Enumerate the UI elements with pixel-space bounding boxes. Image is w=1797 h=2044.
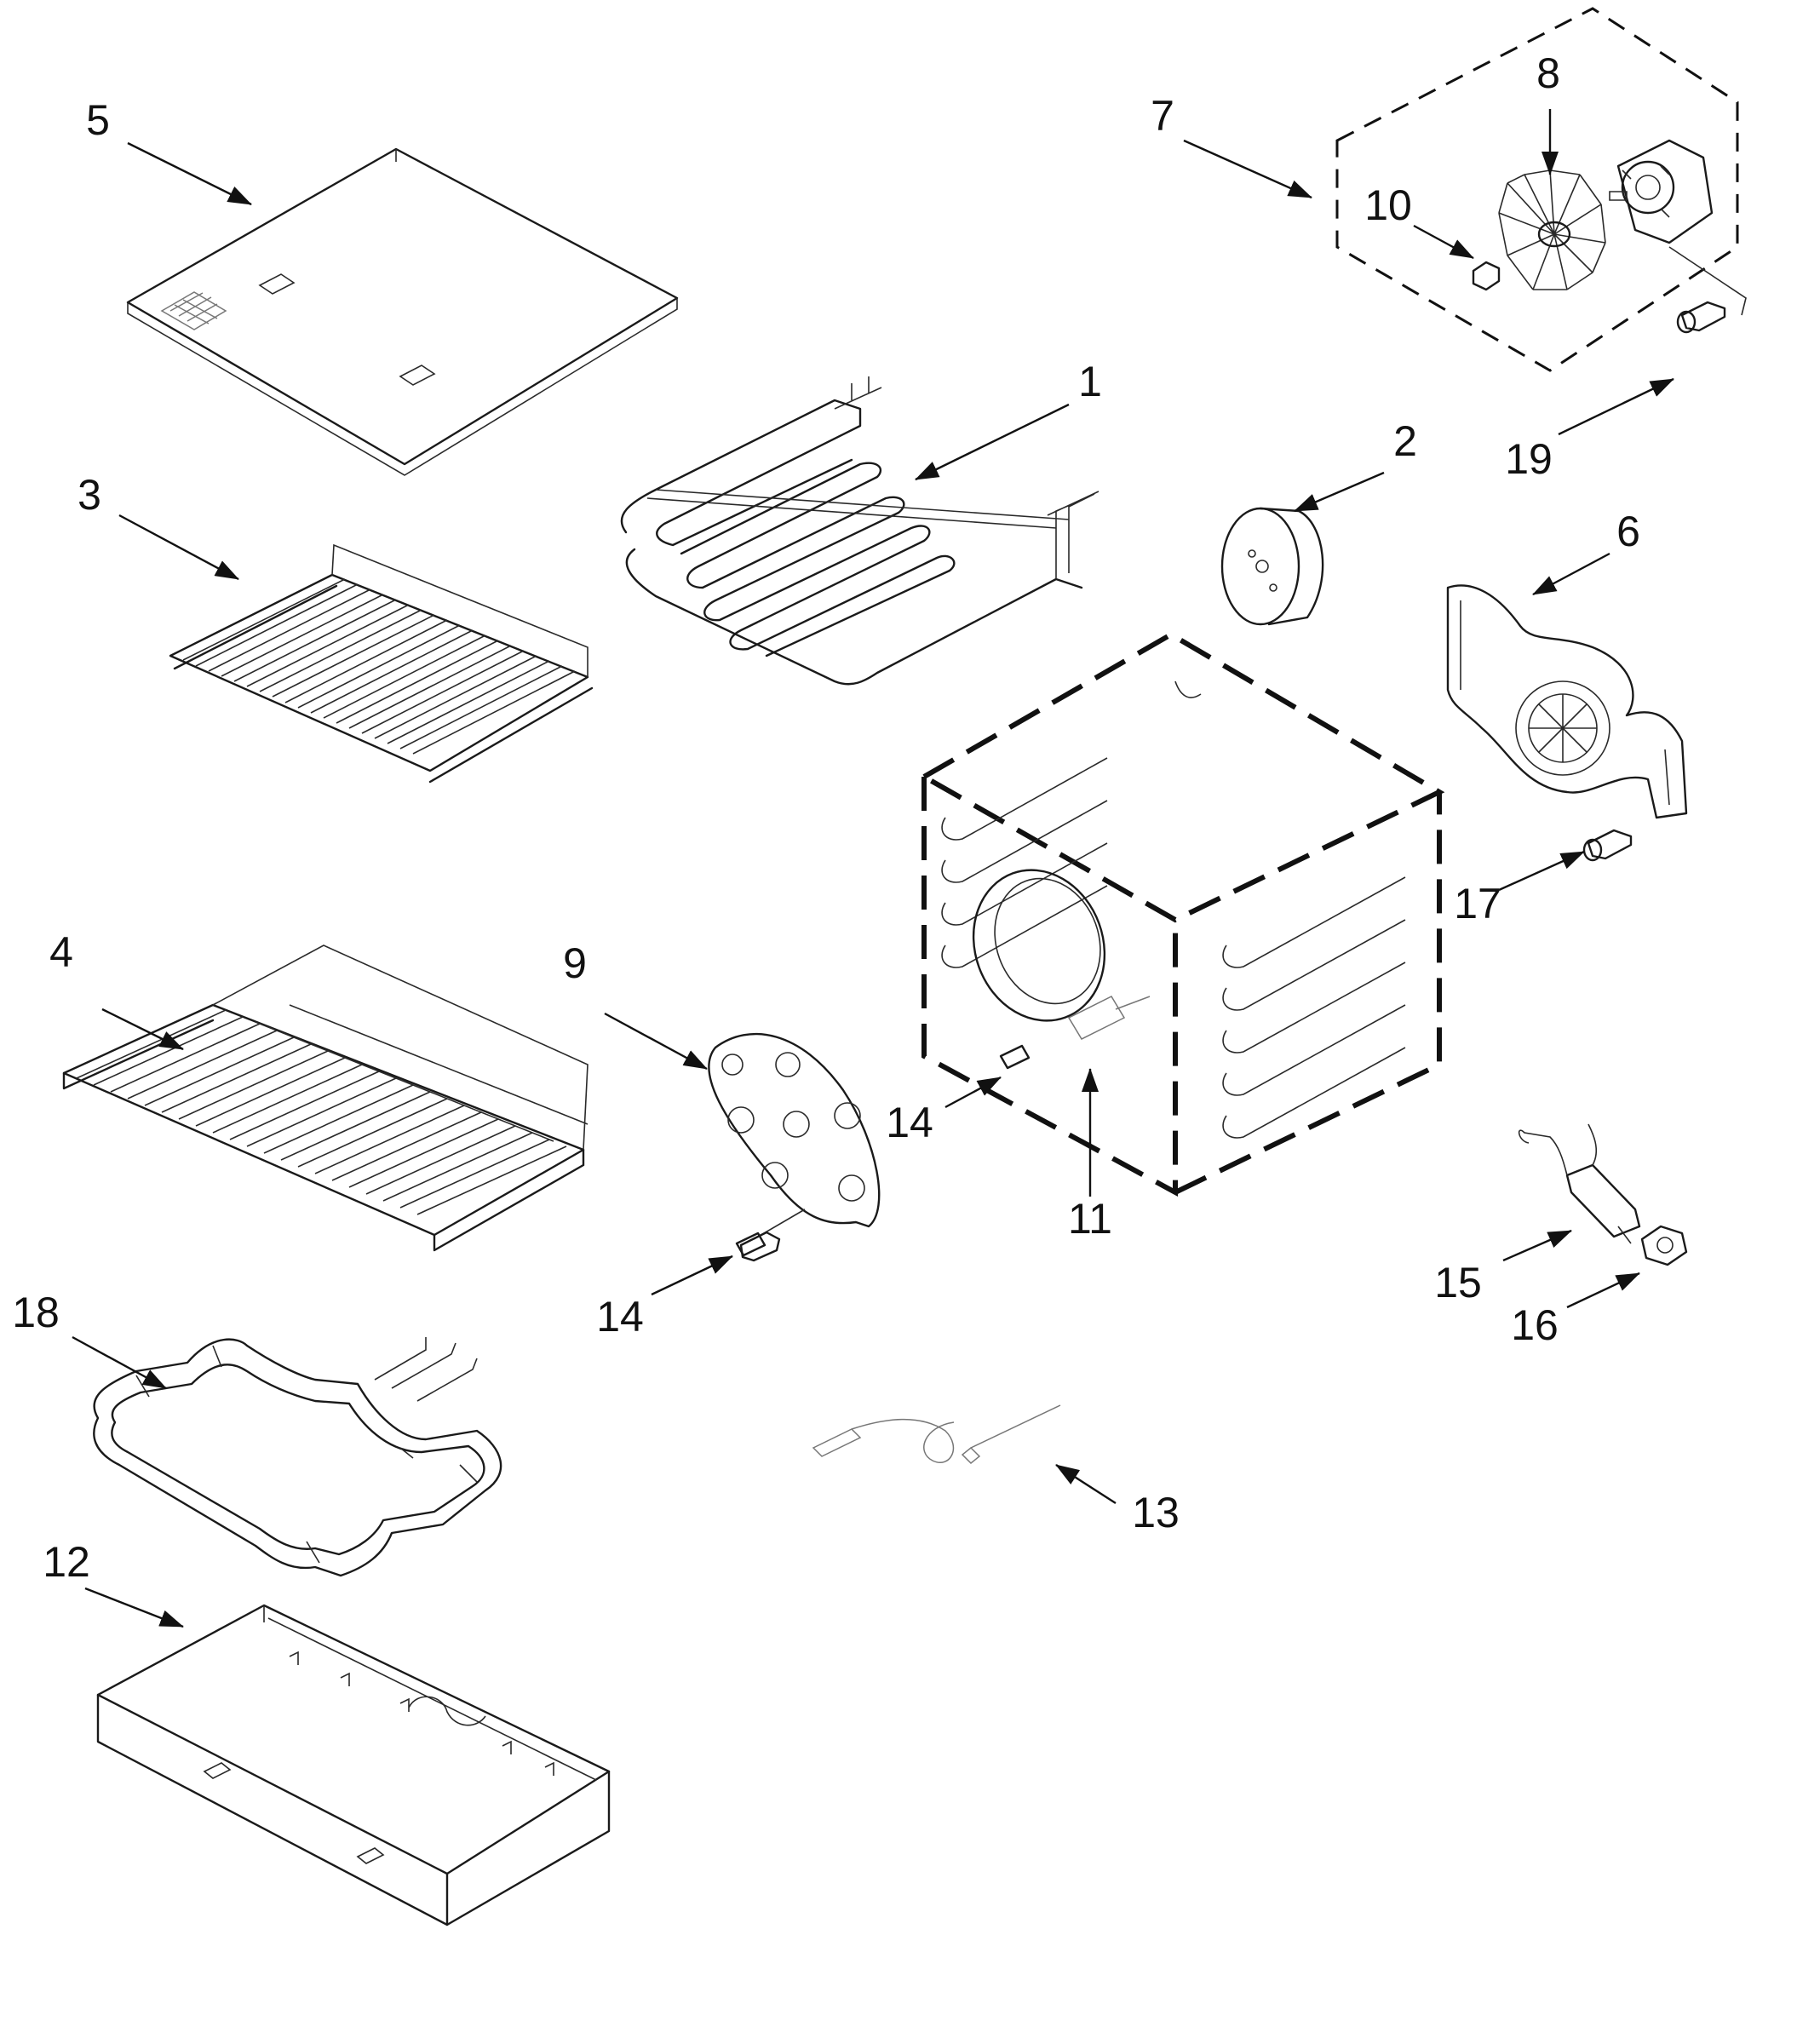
callout-14-plate: 14 [596, 1293, 644, 1341]
callout-12: 12 [43, 1538, 90, 1586]
callout-4: 4 [49, 928, 73, 976]
convection-cover-part-6 [1446, 584, 1688, 819]
callout-16: 16 [1511, 1301, 1559, 1349]
temperature-probe-part-13 [812, 1404, 1061, 1465]
callout-9: 9 [563, 939, 587, 987]
fan-baffle-part-2 [1220, 507, 1324, 626]
screw-part-17 [1582, 829, 1633, 862]
fan-nut-part-10 [1472, 261, 1501, 291]
extension-rack-part-4 [62, 944, 588, 1252]
callout-17: 17 [1454, 880, 1501, 927]
oven-cavity-part-11 [918, 631, 1445, 1197]
callout-7: 7 [1151, 92, 1174, 140]
callout-labels: 1 2 3 4 5 6 7 8 9 10 11 12 13 14 14 15 1… [12, 49, 1640, 1586]
fan-motor [1609, 139, 1747, 316]
callout-15: 15 [1434, 1259, 1482, 1306]
callout-5: 5 [86, 96, 110, 144]
callout-6: 6 [1616, 508, 1640, 555]
fan-blade-part-8 [1498, 169, 1606, 290]
nut-part-16 [1640, 1225, 1688, 1266]
top-panel-part-5 [126, 147, 679, 476]
screw-part-14-near-plate [739, 1231, 781, 1262]
callout-2: 2 [1393, 417, 1417, 465]
bake-element-part-1 [620, 376, 1099, 686]
screw-part-19 [1676, 301, 1726, 334]
fan-motor-assembly-part-7 [1335, 7, 1747, 372]
vent-holes [160, 291, 227, 330]
oven-rack-part-3 [169, 543, 594, 784]
broil-element-part-18 [93, 1337, 502, 1577]
callout-11: 11 [1068, 1195, 1112, 1243]
cover-plate-part-9 [708, 1032, 881, 1257]
callout-13: 13 [1132, 1489, 1180, 1536]
callout-8: 8 [1536, 49, 1560, 97]
callout-14-cavity: 14 [886, 1099, 933, 1146]
sensor-fitting-part-15 [1518, 1123, 1641, 1244]
callout-18: 18 [12, 1289, 60, 1336]
callout-3: 3 [78, 471, 101, 519]
bottom-tray-part-12 [96, 1604, 611, 1926]
callout-10: 10 [1364, 181, 1412, 229]
callout-1: 1 [1078, 358, 1102, 405]
callout-19: 19 [1505, 435, 1553, 483]
leader-lines [72, 109, 1674, 1628]
